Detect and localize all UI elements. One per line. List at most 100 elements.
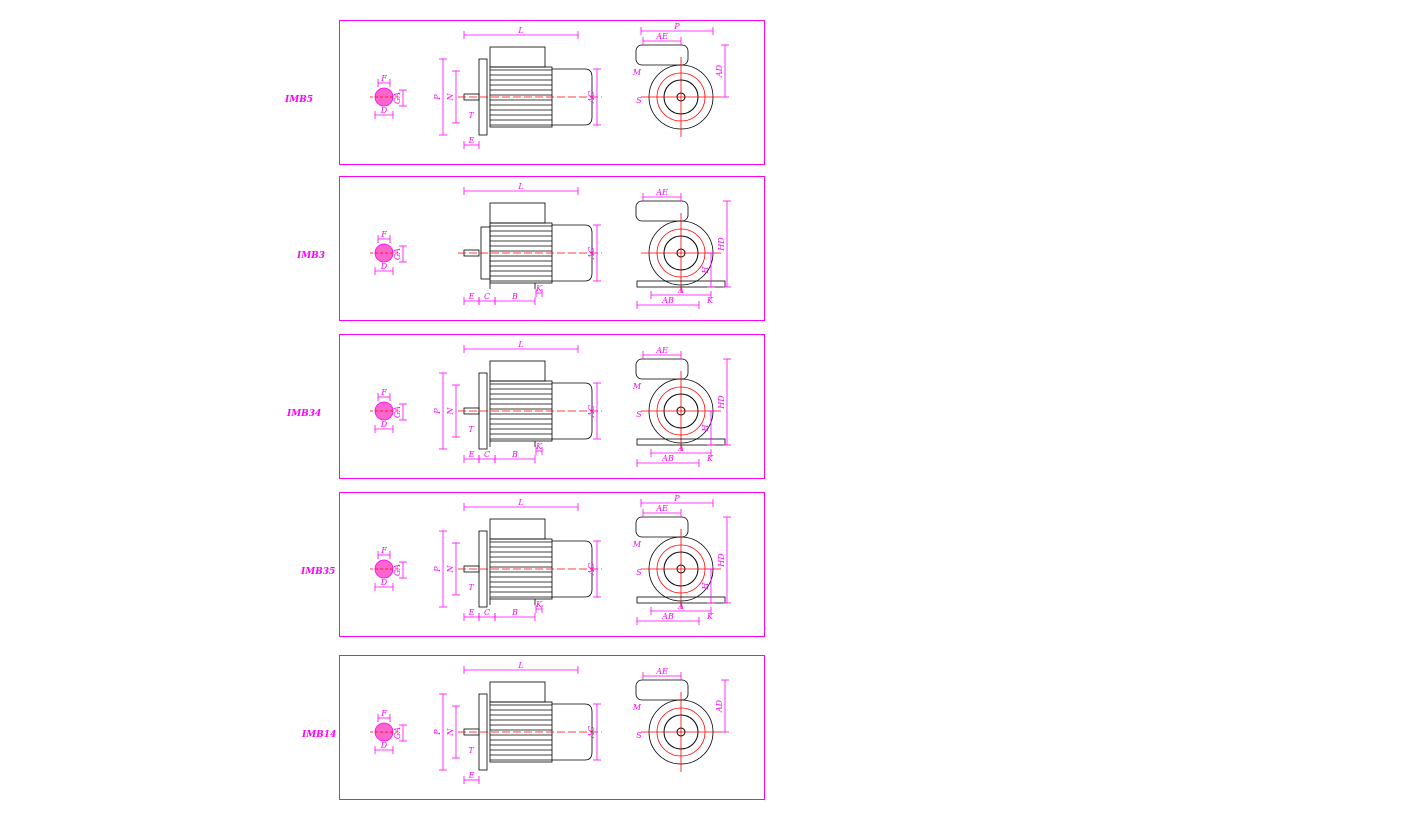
shaft-dim-d-label: D: [380, 106, 388, 115]
shaft-dim-d-label: D: [380, 262, 388, 271]
mounting-type-label: IMB5: [285, 95, 314, 105]
front-dim-a-label: A: [677, 444, 684, 453]
dim-p-label: P: [433, 729, 442, 736]
dim-ac-label: AC: [587, 726, 596, 739]
dim-n-label: N: [446, 93, 455, 102]
front-dim-k-label: K: [706, 454, 714, 463]
front-dim-ae-label: AE: [655, 32, 668, 41]
feet-front: [636, 280, 726, 288]
dim-l-label: L: [517, 498, 523, 507]
dim-c-label: C: [484, 608, 490, 617]
shaft-dim-d-label: D: [380, 578, 388, 587]
dim-k-label: K: [535, 442, 543, 451]
front-dim-ab-label: AB: [661, 296, 674, 305]
shaft-dim-d-label: D: [380, 420, 388, 429]
mounting-type-label: IMB3: [297, 251, 326, 261]
dim-e-label: E: [468, 450, 475, 459]
shaft-dim-ga-label: GA: [393, 92, 402, 104]
shaft-section: F GA D: [370, 230, 407, 275]
dim-e-label: E: [468, 292, 475, 301]
front-dim-m-label: M: [632, 703, 642, 712]
front-dim-ad-label: AD: [715, 699, 724, 713]
shaft-section: F GA D: [370, 388, 407, 433]
terminal-box: [489, 46, 546, 68]
front-dim-ae-label: AE: [655, 188, 668, 197]
dim-t-label: T: [468, 111, 474, 120]
front-dim-m-label: M: [632, 68, 642, 77]
dim-n-label: N: [446, 407, 455, 416]
dim-t-label: T: [468, 583, 474, 592]
shaft-dim-ga-label: GA: [393, 248, 402, 260]
front-dim-p-label: P: [673, 22, 680, 31]
dim-l-label: L: [517, 340, 523, 349]
shaft-dim-f-label: F: [380, 388, 387, 397]
front-dim-ab-label: AB: [661, 454, 674, 463]
front-dim-h-label: H: [701, 265, 710, 274]
front-dim-ab-label: AB: [661, 612, 674, 621]
shaft-dim-f-label: F: [380, 74, 387, 83]
shaft-dim-f-label: F: [380, 230, 387, 239]
front-dim-a-label: A: [677, 286, 684, 295]
terminal-box-front: [635, 200, 689, 222]
front-dim-s-label: S: [636, 731, 642, 740]
dim-p-label: P: [433, 408, 442, 415]
front-dim-hd-label: HD: [717, 237, 726, 252]
front-dim-s-label: S: [636, 568, 642, 577]
front-dim-h-label: H: [701, 581, 710, 590]
front-dim-m-label: M: [632, 540, 642, 549]
mounting-type-label: IMB14: [302, 730, 337, 740]
front-dim-a-label: A: [677, 602, 684, 611]
dim-ac-label: AC: [587, 405, 596, 418]
dim-l-label: L: [517, 661, 523, 670]
front-view: P AE AD M S: [632, 22, 729, 137]
front-dim-m-label: M: [632, 382, 642, 391]
shaft-dim-ga-label: GA: [393, 564, 402, 576]
terminal-box-front: [635, 44, 689, 66]
shaft-dim-f-label: F: [380, 709, 387, 718]
dim-b-label: B: [511, 450, 518, 459]
terminal-box-front: [635, 358, 689, 380]
dim-e-label: E: [468, 608, 475, 617]
dim-k-label: K: [535, 600, 543, 609]
mounting-type-label: IMB35: [301, 567, 336, 577]
front-dim-hd-label: HD: [717, 395, 726, 410]
dim-k-label: K: [535, 284, 543, 293]
terminal-box: [489, 518, 546, 540]
dim-t-label: T: [468, 746, 474, 755]
shaft-section: F GA D: [370, 74, 407, 119]
shaft-dim-d-label: D: [380, 741, 388, 750]
dim-ac-label: AC: [587, 247, 596, 260]
dim-e-label: E: [468, 771, 475, 780]
front-dim-ae-label: AE: [655, 346, 668, 355]
terminal-box: [489, 202, 546, 224]
feet-front: [636, 438, 726, 446]
front-dim-p-label: P: [673, 494, 680, 503]
dim-b-label: B: [511, 292, 518, 301]
dim-b-label: B: [511, 608, 518, 617]
mounting-type-label: IMB34: [287, 409, 322, 419]
shaft-dim-ga-label: GA: [393, 406, 402, 418]
dim-c-label: C: [484, 292, 490, 301]
dim-c-label: C: [484, 450, 490, 459]
dim-n-label: N: [446, 728, 455, 737]
front-dim-s-label: S: [636, 96, 642, 105]
terminal-box: [489, 360, 546, 382]
front-dim-ae-label: AE: [655, 667, 668, 676]
dim-p-label: P: [433, 94, 442, 101]
front-dim-ad-label: AD: [715, 64, 724, 78]
